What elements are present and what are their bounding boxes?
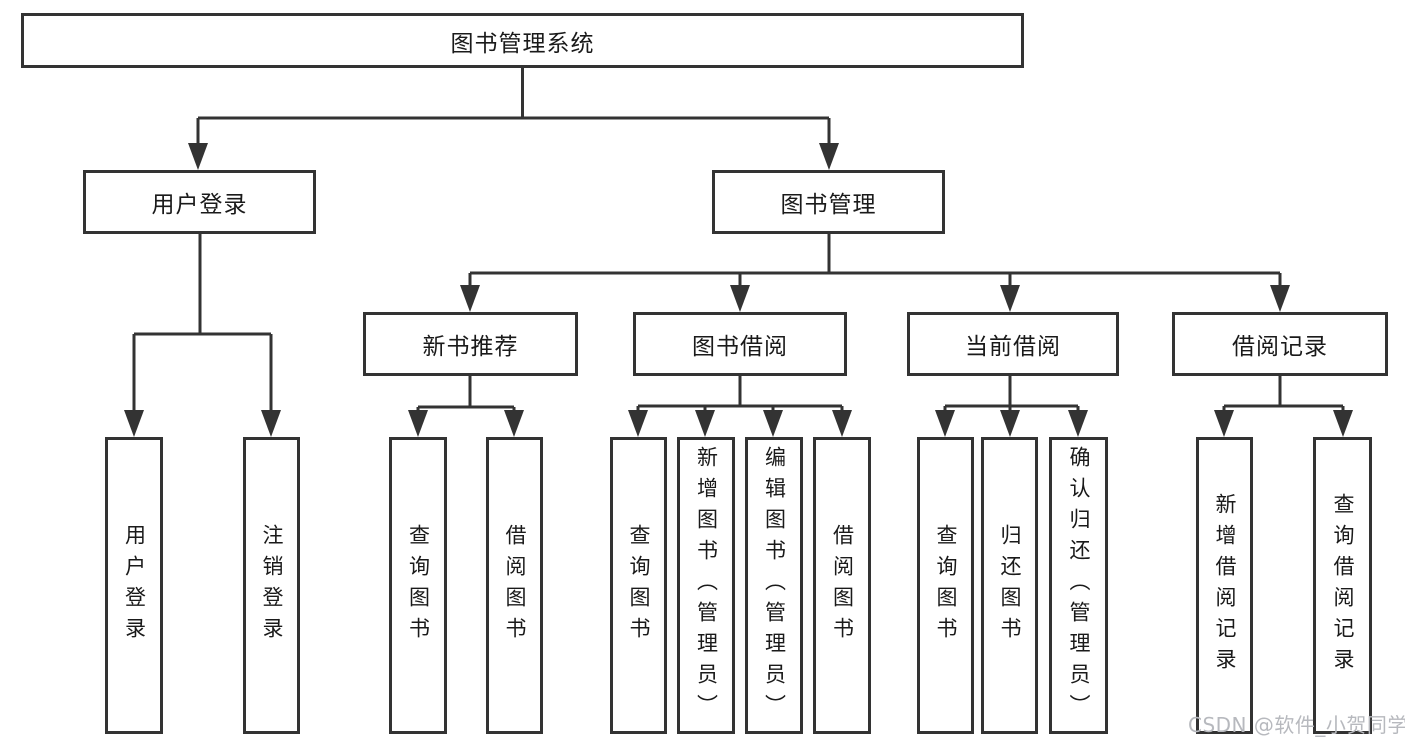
edge-records-to-leaves [1222, 376, 1345, 414]
arrowhead [1214, 410, 1234, 437]
arrowhead [1068, 410, 1088, 437]
arrowhead [935, 410, 955, 437]
arrowhead [124, 410, 144, 437]
edge-book-mgmt-to-level3 [468, 234, 1282, 288]
node-leaf-add-borrow-record: 新增借阅记录 [1196, 437, 1253, 734]
node-leaf-user-login: 用户登录 [105, 437, 163, 734]
edge-current-to-leaves [943, 376, 1080, 414]
edge-user-login-to-leaves [132, 233, 273, 413]
node-leaf-borrow-books-borrow-label: 借阅图书 [830, 523, 855, 648]
arrowhead [730, 285, 750, 312]
node-leaf-logout: 注销登录 [243, 437, 300, 734]
node-leaf-query-books-borrow-label: 查询图书 [627, 523, 651, 648]
edge-borrow-to-leaves [636, 376, 844, 414]
node-leaf-add-books: 新增图书（管理员） [677, 437, 735, 734]
node-borrow-records: 借阅记录 [1172, 312, 1388, 376]
node-leaf-query-books-current-label: 查询图书 [934, 523, 958, 648]
node-leaf-edit-books-label: 编辑图书（管理员） [762, 446, 787, 725]
node-user-login: 用户登录 [83, 170, 316, 234]
node-root-label: 图书管理系统 [450, 30, 595, 57]
node-leaf-user-login-label: 用户登录 [122, 523, 147, 648]
arrowhead [819, 143, 839, 170]
arrowhead [1333, 410, 1353, 437]
arrowhead [188, 143, 208, 170]
arrowhead [408, 410, 428, 437]
node-leaf-logout-label: 注销登录 [260, 523, 284, 648]
node-leaf-query-books-recommend-label: 查询图书 [406, 523, 431, 648]
node-leaf-query-books-borrow: 查询图书 [610, 437, 667, 734]
arrowhead [1270, 285, 1290, 312]
node-leaf-confirm-return-label: 确认归还（管理员） [1067, 446, 1091, 725]
edge-root-to-level2 [196, 68, 831, 148]
node-borrow-records-label: 借阅记录 [1232, 334, 1328, 360]
node-leaf-query-borrow-record-label: 查询借阅记录 [1331, 492, 1355, 679]
node-leaf-query-borrow-record: 查询借阅记录 [1313, 437, 1372, 734]
node-leaf-confirm-return: 确认归还（管理员） [1049, 437, 1108, 734]
arrowhead [261, 410, 281, 437]
arrowhead [832, 410, 852, 437]
node-book-borrow: 图书借阅 [633, 312, 847, 376]
node-new-book-recommend-label: 新书推荐 [422, 334, 519, 360]
arrowhead [1000, 410, 1020, 437]
arrowhead [628, 410, 648, 437]
arrowhead [1000, 285, 1020, 312]
node-leaf-borrow-books-borrow: 借阅图书 [813, 437, 871, 734]
node-current-borrow: 当前借阅 [907, 312, 1119, 376]
watermark: CSDN @软件_小贺同学 [1188, 713, 1405, 737]
node-user-login-label: 用户登录 [151, 192, 248, 218]
node-leaf-add-books-label: 新增图书（管理员） [694, 446, 719, 725]
node-new-book-recommend: 新书推荐 [363, 312, 578, 376]
node-leaf-borrow-books-recommend: 借阅图书 [486, 437, 543, 734]
arrowhead [695, 410, 715, 437]
node-book-borrow-label: 图书借阅 [692, 334, 788, 360]
arrowhead [504, 410, 524, 437]
node-leaf-query-books-current: 查询图书 [917, 437, 974, 734]
arrowhead [763, 410, 783, 437]
node-root: 图书管理系统 [21, 13, 1024, 68]
node-current-borrow-label: 当前借阅 [965, 334, 1061, 360]
node-leaf-return-books-label: 归还图书 [998, 523, 1022, 648]
node-book-mgmt-label: 图书管理 [780, 192, 877, 218]
node-leaf-edit-books: 编辑图书（管理员） [745, 437, 803, 734]
node-book-mgmt: 图书管理 [712, 170, 945, 234]
node-leaf-add-borrow-record-label: 新增借阅记录 [1213, 492, 1237, 679]
edge-recommend-to-leaves [416, 376, 516, 414]
node-leaf-query-books-recommend: 查询图书 [389, 437, 447, 734]
node-leaf-return-books: 归还图书 [981, 437, 1038, 734]
node-leaf-borrow-books-recommend-label: 借阅图书 [503, 523, 527, 648]
arrowhead [460, 285, 480, 312]
